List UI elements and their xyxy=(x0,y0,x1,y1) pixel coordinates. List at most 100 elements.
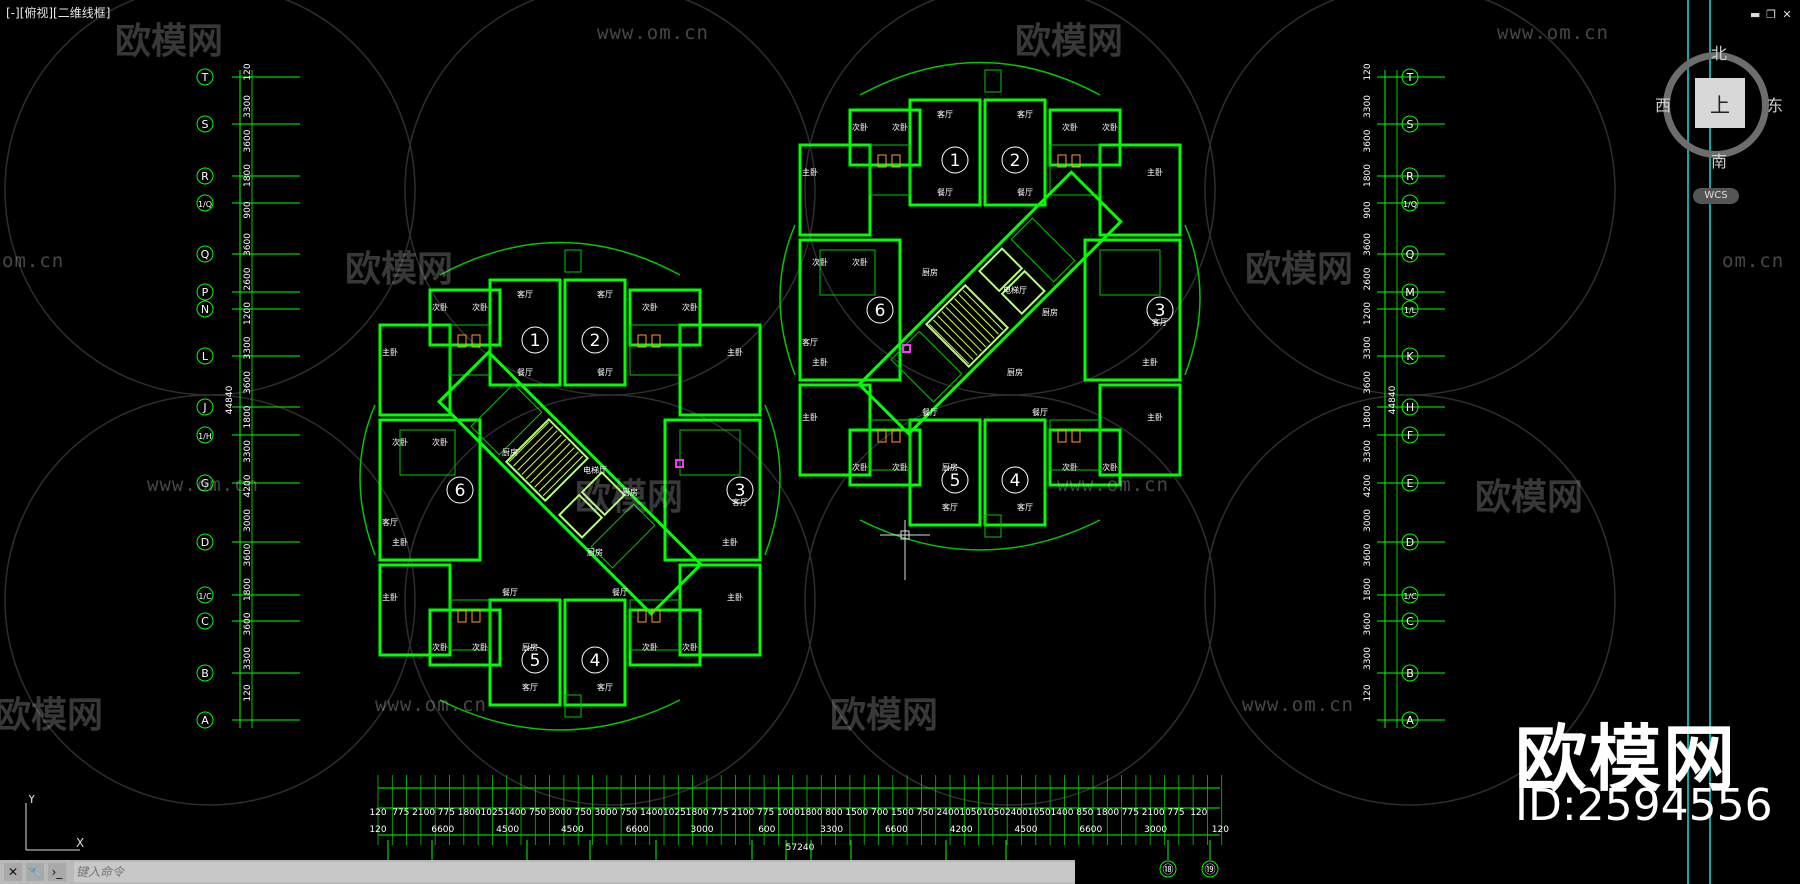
wrench-icon[interactable]: 🔧 xyxy=(26,863,44,881)
close-icon[interactable]: ✕ xyxy=(4,863,22,881)
room-label: 餐厅 xyxy=(517,368,533,377)
axis-bubble xyxy=(196,167,214,185)
room-label: 客厅 xyxy=(522,682,538,692)
unit-number: 4 xyxy=(1010,471,1021,491)
room-label: 次卧 xyxy=(682,642,698,652)
room-label: 餐厅 xyxy=(937,188,953,197)
room-label: 主卧 xyxy=(802,167,818,177)
elevator-shaft xyxy=(580,470,626,517)
dimension-text: 700 xyxy=(871,808,888,818)
axis-bubble xyxy=(1401,586,1419,604)
axis-bubble xyxy=(1401,283,1419,301)
dimension-text: 2100 xyxy=(1142,808,1165,818)
dimension-text: 3300 xyxy=(1363,336,1373,359)
dimension-text: 3300 xyxy=(243,440,253,463)
dimension-text: 3000 xyxy=(1363,509,1373,532)
watermark-logo: 欧模网 xyxy=(575,477,684,518)
stair-tread xyxy=(945,306,987,348)
bathroom-fixture xyxy=(471,334,481,348)
compass-west[interactable]: 西 xyxy=(1655,96,1672,115)
room-label: 客厅 xyxy=(942,502,958,512)
axis-bubble-label: ⑱ xyxy=(1163,863,1174,876)
axis-bubble-label: A xyxy=(201,714,209,727)
restore-icon[interactable]: ❐ xyxy=(1766,8,1776,21)
compass-south[interactable]: 南 xyxy=(1711,152,1728,171)
unit-number: 3 xyxy=(735,481,746,501)
dimension-text: 120 xyxy=(243,684,253,701)
axis-bubble xyxy=(196,398,214,416)
dimension-text: 1800 xyxy=(1363,578,1373,601)
bathroom-fixture xyxy=(891,429,901,443)
bathroom-wall xyxy=(449,324,491,376)
stair-tread xyxy=(517,430,558,471)
room-label: 客厅 xyxy=(597,289,613,299)
apartment-wall xyxy=(663,418,762,562)
compass-north[interactable]: 北 xyxy=(1711,44,1728,63)
balcony-curve xyxy=(359,404,376,556)
axis-bubble-label: S xyxy=(1407,118,1414,131)
dimension-text: 1800 xyxy=(1096,808,1119,818)
unit-number-circle xyxy=(1001,146,1029,174)
dimension-text: 1400 xyxy=(640,808,663,818)
dimension-text: 4500 xyxy=(496,825,519,835)
axis-bubble-label: F xyxy=(1407,429,1413,442)
bathroom-wall xyxy=(869,144,911,196)
axis-bubble xyxy=(196,347,214,365)
viewport-label[interactable]: [-][俯视][二维线框] xyxy=(6,6,111,20)
axis-bubble-label: M xyxy=(1405,286,1415,299)
apartment-wall xyxy=(983,98,1047,207)
wcs-menu-button[interactable]: WCS xyxy=(1693,188,1739,204)
apartment-wall xyxy=(1083,238,1182,382)
room-label: 次卧 xyxy=(812,257,828,267)
dimension-text: 1800 xyxy=(1363,164,1373,187)
room-label: 餐厅 xyxy=(1017,188,1033,197)
close-icon[interactable]: ✕ xyxy=(1782,8,1792,21)
stair-tread xyxy=(962,289,1004,331)
dimension-text: 6600 xyxy=(1079,825,1102,835)
room-label: 次卧 xyxy=(432,437,448,447)
stair-well xyxy=(504,417,590,503)
dimension-text: 3600 xyxy=(1363,612,1373,635)
room-label: 客厅 xyxy=(802,337,818,347)
dimension-text: 3300 xyxy=(1363,440,1373,463)
bathroom-fixture xyxy=(1057,429,1067,443)
watermark-url: www.om.cn xyxy=(375,694,487,716)
room-label: 主卧 xyxy=(812,357,828,367)
dimension-text: 775 xyxy=(711,808,728,818)
minimize-icon[interactable]: ▬ xyxy=(1750,8,1761,21)
dimension-text: 3600 xyxy=(1363,233,1373,256)
bathroom-fixture xyxy=(457,334,467,348)
apartment-wall xyxy=(848,108,922,167)
room-label: 主卧 xyxy=(802,412,818,422)
stair-tread xyxy=(534,447,575,488)
compass-east[interactable]: 东 xyxy=(1767,96,1784,115)
axis-bubble xyxy=(1159,860,1177,878)
dimension-text: 3600 xyxy=(1363,129,1373,152)
room-label: 厨房 xyxy=(622,487,638,497)
dimension-text: 750 xyxy=(917,808,934,818)
viewcube[interactable]: 上 北 南 东 西 WCS xyxy=(1655,40,1785,204)
viewcube-top-face[interactable]: 上 xyxy=(1695,78,1745,128)
command-input[interactable] xyxy=(74,862,1075,882)
stair-well xyxy=(924,283,1010,369)
axis-bubble xyxy=(1401,664,1419,682)
dimension-text: 1050 xyxy=(1028,808,1051,818)
dimension-text: 3600 xyxy=(243,612,253,635)
brand-watermark: 欧模网 xyxy=(1515,717,1738,801)
room-label: 厨房 xyxy=(502,447,518,457)
unit-number: 6 xyxy=(875,301,886,321)
dimension-text: 775 xyxy=(757,808,774,818)
compass-ring[interactable] xyxy=(1663,52,1769,158)
balcony-curve xyxy=(1184,224,1201,376)
room-label: 厨房 xyxy=(1007,367,1023,377)
unit-number-circle xyxy=(941,466,969,494)
stair-tread xyxy=(941,311,982,352)
bathroom-fixture xyxy=(651,334,661,348)
dimension-total: 44840 xyxy=(225,385,235,414)
dimension-text: 1200 xyxy=(243,302,253,325)
axis-bubble xyxy=(196,283,214,301)
balcony-curve xyxy=(439,241,681,276)
command-prompt-icon[interactable]: ›_ xyxy=(48,863,66,881)
balcony-curve xyxy=(859,519,1101,551)
